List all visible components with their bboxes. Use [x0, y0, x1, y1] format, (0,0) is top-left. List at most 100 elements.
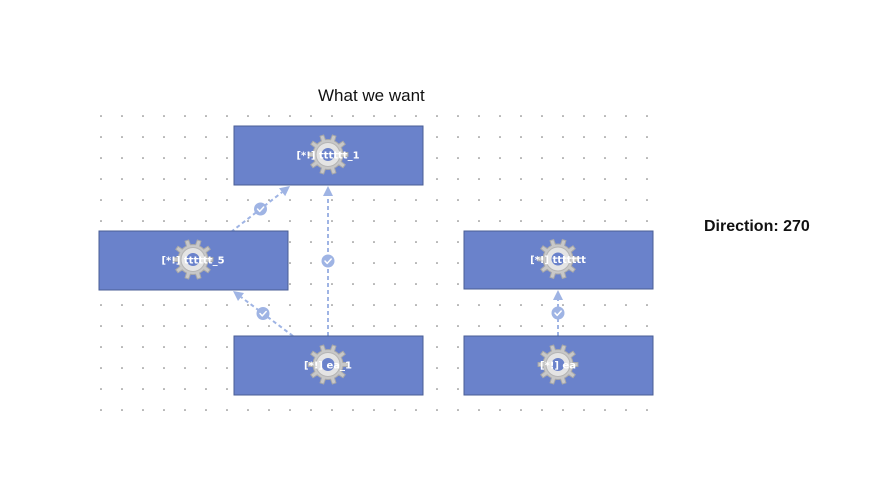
grid-dot: [478, 220, 480, 222]
grid-dot: [100, 220, 102, 222]
grid-dot: [331, 304, 333, 306]
grid-dot: [142, 367, 144, 369]
grid-dot: [310, 241, 312, 243]
grid-dot: [415, 325, 417, 327]
grid-dot: [541, 220, 543, 222]
grid-dot: [226, 304, 228, 306]
grid-dot: [583, 199, 585, 201]
node-n1[interactable]: [*!] tttttt_1: [233, 125, 424, 186]
grid-dot: [163, 157, 165, 159]
check-icon: [321, 254, 335, 268]
grid-dot: [478, 409, 480, 411]
grid-dot: [499, 199, 501, 201]
grid-dot: [163, 115, 165, 117]
grid-dot: [184, 157, 186, 159]
grid-dot: [247, 409, 249, 411]
node-t[interactable]: [*!] ttttttt: [463, 230, 654, 290]
grid-dot: [247, 115, 249, 117]
grid-dot: [352, 220, 354, 222]
grid-dot: [415, 115, 417, 117]
grid-dot: [205, 325, 207, 327]
grid-dot: [205, 157, 207, 159]
grid-dot: [646, 136, 648, 138]
grid-dot: [163, 388, 165, 390]
grid-dot: [604, 157, 606, 159]
grid-dot: [373, 199, 375, 201]
grid-dot: [205, 304, 207, 306]
grid-dot: [373, 325, 375, 327]
grid-dot: [373, 262, 375, 264]
grid-dot: [289, 262, 291, 264]
grid-dot: [226, 388, 228, 390]
grid-dot: [520, 220, 522, 222]
grid-dot: [331, 115, 333, 117]
grid-dot: [100, 388, 102, 390]
grid-dot: [121, 136, 123, 138]
grid-dot: [541, 136, 543, 138]
node-ea1[interactable]: [*!] ea_1: [233, 335, 424, 396]
grid-dot: [226, 367, 228, 369]
edge-ea1-to-n1[interactable]: [321, 186, 335, 336]
grid-dot: [562, 199, 564, 201]
grid-dot: [310, 409, 312, 411]
node-ea[interactable]: [*!] ea: [463, 335, 654, 396]
edge-ea1-to-n5[interactable]: [233, 291, 294, 337]
grid-dot: [499, 136, 501, 138]
grid-dot: [268, 304, 270, 306]
grid-dot: [226, 199, 228, 201]
grid-dot: [478, 157, 480, 159]
grid-dot: [415, 241, 417, 243]
grid-dot: [415, 409, 417, 411]
grid-dot: [226, 409, 228, 411]
grid-dot: [184, 409, 186, 411]
grid-dot: [541, 304, 543, 306]
grid-dot: [142, 304, 144, 306]
grid-dot: [478, 199, 480, 201]
grid-dot: [121, 115, 123, 117]
grid-dot: [331, 409, 333, 411]
grid-dot: [100, 136, 102, 138]
node-n5[interactable]: [*!] tttttt_5: [98, 230, 289, 291]
grid-dot: [163, 220, 165, 222]
grid-dot: [646, 220, 648, 222]
grid-dot: [184, 136, 186, 138]
grid-dot: [499, 115, 501, 117]
grid-dot: [583, 304, 585, 306]
grid-dot: [310, 304, 312, 306]
grid-dot: [436, 241, 438, 243]
grid-dot: [436, 262, 438, 264]
grid-dot: [562, 115, 564, 117]
grid-dot: [142, 136, 144, 138]
grid-dot: [268, 220, 270, 222]
node-label: [*!] tttttt_5: [161, 256, 224, 267]
grid-dot: [142, 325, 144, 327]
grid-dot: [562, 325, 564, 327]
node-label: [*!] ea_1: [304, 361, 352, 372]
edge-ea-to-t[interactable]: [551, 290, 565, 336]
grid-dot: [289, 199, 291, 201]
grid-dot: [100, 367, 102, 369]
grid-dot: [562, 409, 564, 411]
grid-dot: [604, 409, 606, 411]
grid-dot: [247, 325, 249, 327]
grid-dot: [520, 157, 522, 159]
grid-dot: [562, 220, 564, 222]
grid-dot: [583, 157, 585, 159]
grid-dot: [394, 409, 396, 411]
grid-dot: [121, 199, 123, 201]
grid-dot: [163, 136, 165, 138]
grid-dot: [646, 157, 648, 159]
grid-dot: [142, 220, 144, 222]
grid-dot: [394, 283, 396, 285]
grid-dot: [604, 115, 606, 117]
grid-dot: [184, 325, 186, 327]
grid-dot: [121, 178, 123, 180]
grid-dot: [604, 304, 606, 306]
grid-dot: [142, 157, 144, 159]
grid-dot: [184, 199, 186, 201]
grid-dot: [436, 346, 438, 348]
grid-dot: [373, 304, 375, 306]
grid-dot: [436, 115, 438, 117]
edge-n5-to-n1[interactable]: [230, 186, 290, 233]
